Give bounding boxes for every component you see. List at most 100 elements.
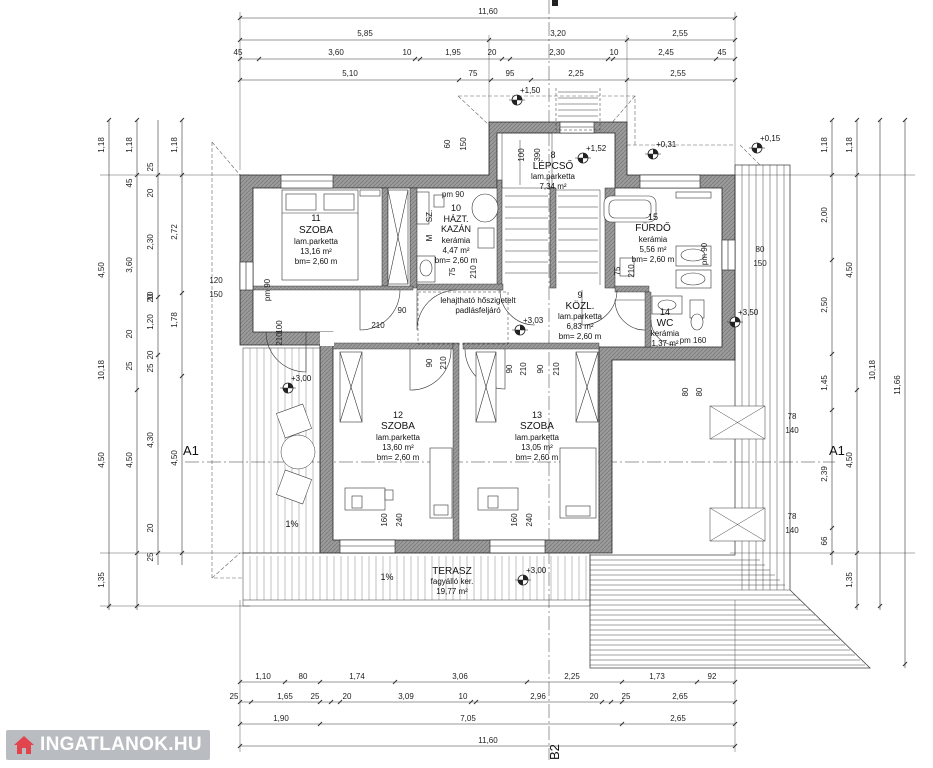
opening-size-label: 90 [505, 364, 514, 373]
dim-label: 2,45 [658, 48, 674, 57]
svg-text:FÜRDŐ: FÜRDŐ [635, 220, 671, 234]
bottom-terrace [242, 552, 591, 607]
staircase [501, 88, 601, 285]
svg-text:LÉPCSŐ: LÉPCSŐ [533, 158, 574, 172]
dim-label: 3,06 [452, 672, 468, 681]
dim-label: 2,50 [820, 297, 829, 313]
svg-text:13: 13 [532, 410, 542, 420]
utility-fixtures [416, 191, 499, 283]
left-balcony [242, 347, 321, 554]
dim-label: 5,10 [342, 69, 358, 78]
opening-size-label: 150 [753, 259, 767, 268]
opening-size-label: 75 [613, 266, 622, 275]
svg-text:bm= 2,60 m: bm= 2,60 m [377, 453, 420, 462]
room-labels: 11 SZOBA lam.parketta 13,16 m² bm= 2,60 … [294, 150, 680, 596]
bottom-dimensions [237, 600, 738, 752]
axis-a1-left: A1 [183, 443, 199, 458]
opening-size-label: 210 [627, 264, 636, 278]
level-label: +3,50 [738, 308, 759, 317]
dim-label: 20 [146, 523, 155, 532]
level-markers: +1,50+1,52+0,31+0,15+3,03+3,50+3,00+3,00 [280, 86, 781, 586]
opening-size-label: 390 [533, 148, 542, 162]
dim-label: 4,50 [170, 450, 179, 466]
svg-text:lam.parketta: lam.parketta [376, 433, 421, 442]
svg-text:SZOBA: SZOBA [299, 225, 333, 236]
dim-label: 2,55 [670, 69, 686, 78]
dim-label: 75 [469, 69, 478, 78]
dim-label: 1,74 [349, 672, 365, 681]
opening-size-label: 90 [425, 358, 434, 367]
roof-outline [211, 95, 761, 579]
level-marker: +3,00 [515, 566, 547, 586]
dim-label: 80 [299, 672, 308, 681]
opening-size-label: 120 [209, 276, 223, 285]
room-12: 12 SZOBA lam.parketta 13,60 m² bm= 2,60 … [376, 410, 421, 462]
dim-label: 20 [488, 48, 497, 57]
svg-text:11: 11 [311, 213, 320, 223]
svg-text:9: 9 [577, 290, 582, 300]
opening-size-label: pm 160 [680, 336, 707, 345]
dim-label: 45 [125, 178, 134, 187]
dim-label: 10 [459, 692, 468, 701]
opening-size-label: 78 [788, 412, 797, 421]
dim-label: 2,30 [549, 48, 565, 57]
bathroom-fixtures [603, 191, 712, 331]
opening-size-label: 75 [448, 267, 457, 276]
dim-label: 2,00 [820, 207, 829, 223]
dim-label: 1,18 [845, 137, 854, 153]
level-label: +3,00 [526, 566, 547, 575]
svg-text:KÖZL.: KÖZL. [566, 300, 595, 312]
room-14: 14 WC kerámia 1,37 m² [651, 307, 680, 348]
svg-text:19,77 m²: 19,77 m² [436, 587, 468, 596]
svg-text:SZOBA: SZOBA [381, 421, 415, 432]
dim-label: 11,66 [893, 375, 902, 395]
svg-text:lam.parketta: lam.parketta [515, 433, 560, 442]
room-terrace: TERASZ fagyálló ker. 19,77 m² [431, 566, 474, 596]
dim-label: 1,73 [649, 672, 665, 681]
dim-label: 4,50 [125, 452, 134, 468]
dim-label: 4,50 [845, 262, 854, 278]
level-label: +1,52 [586, 144, 607, 153]
level-label: +1,50 [520, 86, 541, 95]
level-marker: +0,31 [645, 140, 677, 160]
opening-size-label: pm 90 [263, 278, 272, 301]
dim-label: 3,60 [125, 257, 134, 273]
svg-text:HÁZT.: HÁZT. [443, 214, 468, 224]
dim-label: 25 [146, 552, 155, 561]
top-dimension-labels: 11,60 5,85 3,20 2,55 45 3,60 10 1,95 20 … [234, 7, 727, 78]
dim-label: 25 [146, 363, 155, 372]
dim-label: 2,25 [564, 672, 580, 681]
dim-label: 3,09 [398, 692, 414, 701]
dim-label: 25 [622, 692, 631, 701]
dim-label: 45 [718, 48, 727, 57]
dim-label: 1,95 [445, 48, 461, 57]
dim-label: 11,60 [478, 736, 498, 745]
svg-text:13,60 m²: 13,60 m² [382, 443, 414, 452]
dim-label: 95 [506, 69, 515, 78]
svg-text:lam.parketta: lam.parketta [531, 172, 576, 181]
dim-label: 20 [146, 293, 155, 302]
dim-label: 25 [311, 692, 320, 701]
svg-text:bm= 2,60 m: bm= 2,60 m [295, 257, 338, 266]
opening-size-label: 210 [519, 362, 528, 376]
axis-lines [185, 0, 835, 760]
svg-text:5,56 m²: 5,56 m² [639, 245, 666, 254]
opening-size-label: 100 [275, 320, 284, 334]
svg-text:bm= 2,60 m: bm= 2,60 m [516, 453, 559, 462]
dim-label: 5,85 [357, 29, 373, 38]
dim-label: 1,10 [255, 672, 271, 681]
svg-text:bm= 2,60 m: bm= 2,60 m [559, 332, 602, 341]
svg-text:bm= 2,60 m: bm= 2,60 m [632, 255, 675, 264]
dim-label: 25 [146, 162, 155, 171]
opening-size-label: 240 [395, 513, 404, 527]
slope-label: 1% [285, 519, 298, 529]
level-marker: +3,50 [727, 308, 759, 328]
level-label: +3,03 [523, 316, 544, 325]
logo-text: INGATLANOK.HU [40, 734, 202, 755]
opening-size-label: 160 [380, 513, 389, 527]
right-dimensions [730, 117, 915, 668]
sz-label: SZ. [425, 210, 434, 222]
svg-text:lam.parketta: lam.parketta [294, 237, 339, 246]
dim-label: 4,50 [97, 452, 106, 468]
